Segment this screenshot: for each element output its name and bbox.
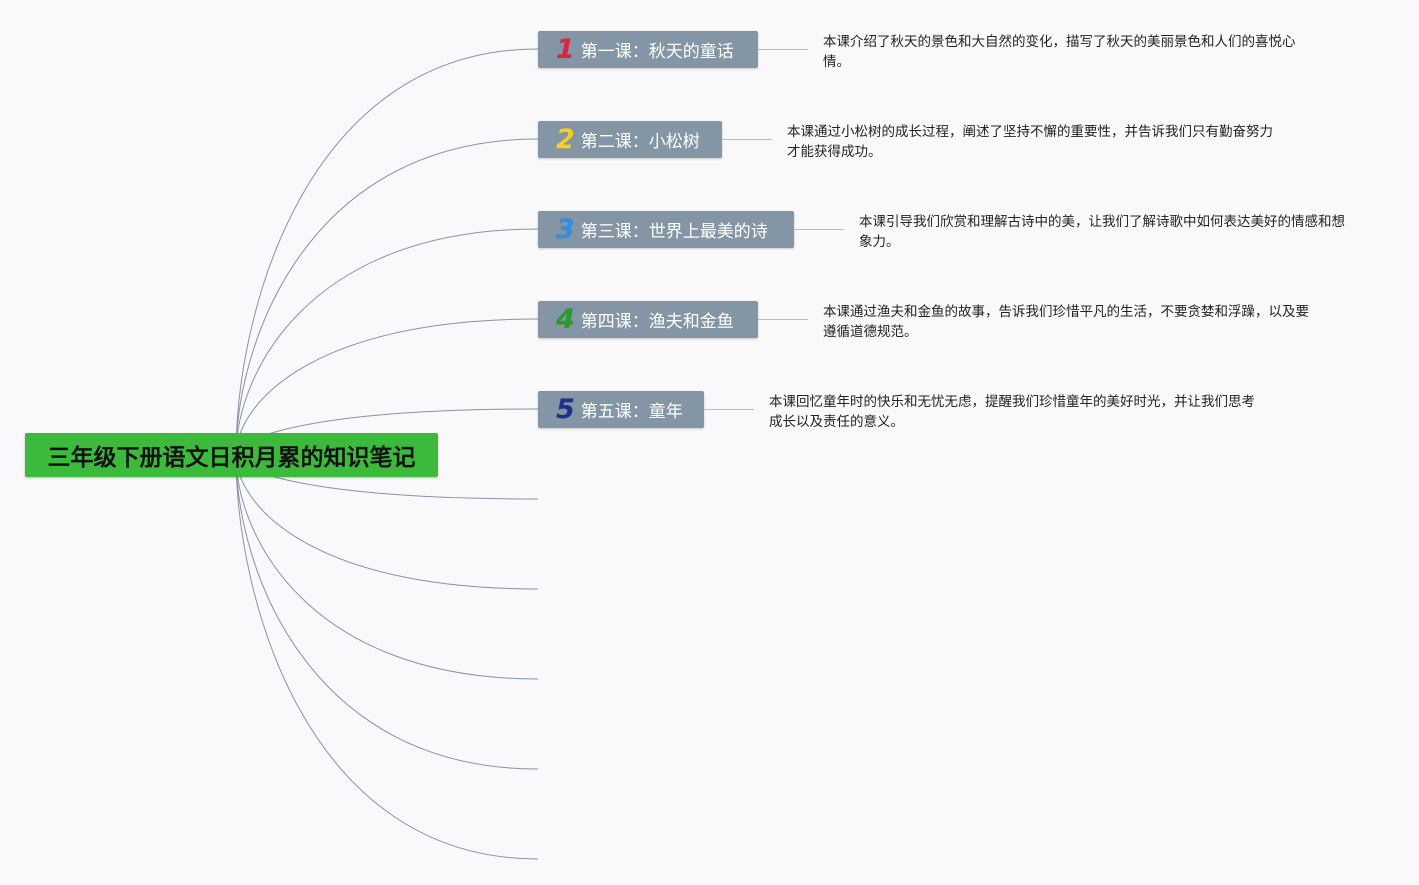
topic-lesson-1[interactable]: 1 第一课：秋天的童话 [538, 31, 758, 68]
topic-note-connector [758, 319, 808, 320]
topic-label: 第二课：小松树 [580, 132, 700, 152]
topic-label: 第四课：渔夫和金鱼 [580, 312, 734, 332]
number-5-icon: 5 [556, 394, 575, 425]
topic-note-3: 本课引导我们欣赏和理解古诗中的美，让我们了解诗歌中如何表达美好的情感和想象力。 [859, 214, 1345, 250]
topic-lesson-2[interactable]: 2 第二课：小松树 [538, 121, 722, 158]
topic-label: 第五课：童年 [580, 402, 683, 422]
topic-note-connector [722, 139, 772, 140]
topic-lesson-3[interactable]: 3 第三课：世界上最美的诗 [538, 211, 794, 248]
topic-note-connector [758, 49, 808, 50]
topic-label: 第三课：世界上最美的诗 [580, 222, 768, 242]
number-3-icon: 3 [556, 214, 575, 245]
number-4-icon: 4 [556, 304, 575, 335]
topic-lesson-5[interactable]: 5 第五课：童年 [538, 391, 704, 428]
number-2-icon: 2 [556, 124, 575, 155]
branch-line [235, 138, 539, 456]
topic-label: 第一课：秋天的童话 [580, 42, 734, 62]
root-topic-label: 三年级下册语文日积月累的知识笔记 [47, 445, 416, 471]
root-topic[interactable]: 三年级下册语文日积月累的知识笔记 [25, 433, 438, 477]
branch-line [235, 454, 539, 860]
branch-line [235, 228, 539, 456]
topic-lesson-4[interactable]: 4 第四课：渔夫和金鱼 [538, 301, 758, 338]
topic-note-2: 本课通过小松树的成长过程，阐述了坚持不懈的重要性，并告诉我们只有勤奋努力才能获得… [787, 124, 1273, 160]
number-1-icon: 1 [556, 34, 575, 65]
branch-line [235, 454, 539, 770]
topic-note-connector [704, 409, 754, 410]
topic-note-1: 本课介绍了秋天的景色和大自然的变化，描写了秋天的美丽景色和人们的喜悦心情。 [823, 34, 1296, 70]
branch-line [235, 48, 539, 456]
branch-line [235, 454, 539, 680]
topic-note-5: 本课回忆童年时的快乐和无忧无虑，提醒我们珍惜童年的美好时光，并让我们思考成长以及… [769, 394, 1255, 430]
topic-note-4: 本课通过渔夫和金鱼的故事，告诉我们珍惜平凡的生活，不要贪婪和浮躁，以及要遵循道德… [823, 304, 1309, 340]
topic-note-connector [794, 229, 844, 230]
